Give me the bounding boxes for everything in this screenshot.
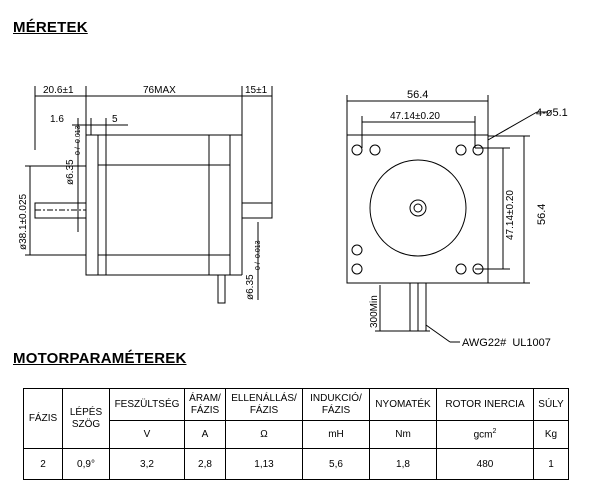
dim-hole-spacing-h: 47.14±0.20 [390,111,440,122]
dim-height: 56.4 [536,204,548,225]
col-torque: NYOMATÉK [369,388,437,421]
val-inertia: 480 [436,448,534,480]
parameter-table: FÁZIS LÉPÉS SZÖG FESZÜLTSÉG ÁRAM/ FÁZIS … [23,388,569,480]
val-current: 2,8 [184,448,226,480]
col-weight: SÚLY [533,388,569,421]
unit-torque: Nm [369,420,437,449]
col-current: ÁRAM/ FÁZIS [184,388,226,421]
col-voltage: FESZÜLTSÉG [109,388,185,421]
val-torque: 1,8 [369,448,437,480]
val-voltage: 3,2 [109,448,185,480]
dim-width: 56.4 [407,89,428,101]
parameters-heading: MOTORPARAMÉTEREK [13,350,187,367]
dim-shaft-rear-tol: 0 / -0.013 [255,240,262,270]
unit-voltage: V [109,420,185,449]
val-inductance: 5,6 [302,448,370,480]
dim-shaft-front: ø6.35 [65,159,76,185]
val-step-angle: 0,9° [62,448,110,480]
front-view [346,95,548,343]
dim-lead-length: 300Min [369,295,380,328]
dim-shaft-rear: ø6.35 [245,274,256,300]
dim-5: 5 [112,114,118,125]
dim-pilot: ø38.1±0.025 [18,193,29,250]
side-view [25,86,273,304]
unit-current: A [184,420,226,449]
dim-hole-spacing-v: 47.14±0.20 [505,190,516,240]
unit-inductance: mH [302,420,370,449]
col-phase: FÁZIS [23,388,63,449]
dim-76max: 76MAX [143,85,176,96]
dim-15: 15±1 [245,85,268,96]
col-step-angle: LÉPÉS SZÖG [62,388,110,449]
col-inductance: INDUKCIÓ/ FÁZIS [302,388,370,421]
dimension-drawing: 20.6±1 76MAX 15±1 1.6 5 ø6.35 0 / -0.013… [18,85,568,349]
unit-inertia: gcm2 [436,420,534,449]
dim-holes: 4-ø5.1 [536,107,568,119]
val-weight: 1 [533,448,569,480]
dim-20-6: 20.6±1 [43,85,74,96]
dim-1-6: 1.6 [50,114,64,125]
dimensions-heading: MÉRETEK [13,19,88,36]
table-header-row: FÁZIS LÉPÉS SZÖG FESZÜLTSÉG ÁRAM/ FÁZIS … [23,388,569,449]
table-row: 2 0,9° 3,2 2,8 1,13 5,6 1,8 480 1 [23,448,569,480]
dim-wire: AWG22# UL1007 [462,337,551,349]
val-resistance: 1,13 [225,448,303,480]
unit-resistance: Ω [225,420,303,449]
val-phase: 2 [23,448,63,480]
col-rotor-inertia: ROTOR INERCIA [436,388,534,421]
col-resistance: ELLENÁLLÁS/ FÁZIS [225,388,303,421]
unit-weight: Kg [533,420,569,449]
dim-shaft-front-tol: 0 / -0.013 [75,125,82,155]
table-units-row: V A Ω mH Nm gcm2 Kg [24,420,569,449]
